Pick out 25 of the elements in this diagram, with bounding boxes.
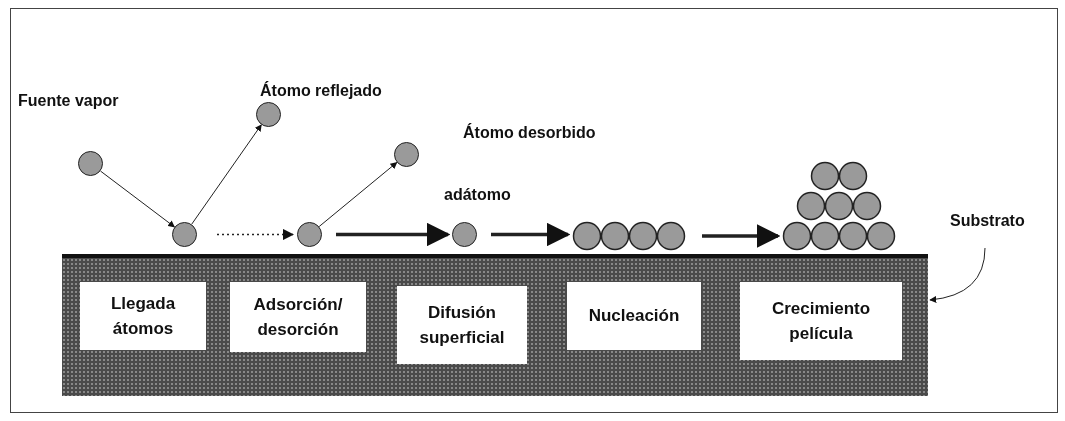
arrow <box>336 222 451 247</box>
stage-label-box: Crecimiento película <box>740 282 902 360</box>
substrate-band <box>62 254 928 396</box>
arrow <box>99 170 176 228</box>
atom-sphere <box>394 142 419 167</box>
atom-sphere <box>256 102 281 127</box>
arrow <box>191 124 262 225</box>
curved-arrow <box>929 247 986 303</box>
stage-label-box: Nucleación <box>567 282 701 350</box>
arrow <box>216 228 295 241</box>
atom-caption: adátomo <box>444 186 511 204</box>
stage-label-box: Llegada átomos <box>80 282 206 350</box>
arrow <box>318 161 398 228</box>
atom-caption: Átomo desorbido <box>463 124 596 142</box>
arrow <box>491 222 571 247</box>
atom-sphere <box>452 222 477 247</box>
stage-label-box: Difusión superficial <box>397 286 527 364</box>
atom-caption: Átomo reflejado <box>260 82 382 100</box>
atom-caption: Fuente vapor <box>18 92 119 110</box>
stage-label-box: Adsorción/ desorción <box>230 282 366 352</box>
arrow <box>702 224 781 248</box>
atom-sphere <box>78 151 103 176</box>
atom-sphere <box>172 222 197 247</box>
atom-sphere <box>297 222 322 247</box>
substrate-label: Substrato <box>950 212 1050 236</box>
